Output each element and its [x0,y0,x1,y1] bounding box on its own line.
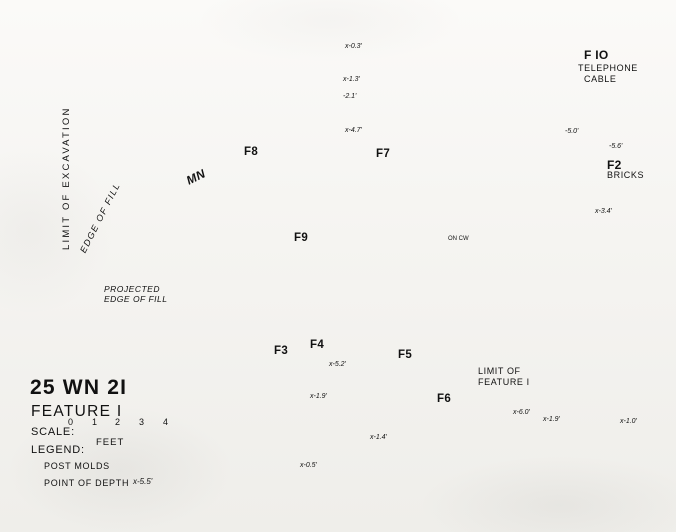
depth-56-leader [595,145,607,149]
f10-desc-line1: TELEPHONE [578,63,638,73]
f10-description: TELEPHONE CABLE [578,63,638,85]
depth-point-7: x-5.2' [329,361,346,368]
scale-tick-1: 1 [92,417,98,427]
depth-point-4: -5.0' [565,128,579,135]
north-arrow [174,183,208,252]
datum-note: ON CW [448,236,469,242]
legend-depth-sample: x-5.5' [133,477,153,486]
depth-point-12: x-1.9' [543,416,560,423]
post-mold-f8 [228,145,242,162]
projected-line1: PROJECTED [104,284,160,294]
scale-unit-label: FEET [96,437,125,448]
scale-tick-0: 0 [68,417,74,427]
depth-point-0: x-0.3' [345,43,362,50]
legend-post-molds-label: POST MOLDS [44,461,110,471]
depth-point-5: -5.6' [609,143,623,150]
post-mold-f5 [378,358,396,375]
f2-arrowhead [589,140,598,147]
datum-cross-center [432,232,442,242]
legend-label: LEGEND: [31,444,85,456]
projected-edge-of-fill-label: PROJECTED EDGE OF FILL [104,284,167,304]
depth-point-8: x-1.9' [310,393,327,400]
scale-tick-2: 2 [115,417,121,427]
excavation-outline [101,11,648,525]
feature-label-f4: F4 [310,339,325,351]
scale-tick-4: 4 [163,417,169,427]
scale-label: SCALE: [31,426,75,438]
post-mold-f7 [360,147,374,164]
scale-tick-3: 3 [139,417,145,427]
projected-line2: EDGE OF FILL [104,294,168,304]
depth-point-10: x-0.5' [300,462,317,469]
feature-label-f9: F9 [294,232,309,244]
feature-label-f3: F3 [274,345,289,357]
feature-title: FEATURE I [31,403,123,420]
post-mold-f9 [269,230,291,252]
f10-desc-line2: CABLE [584,74,617,84]
feature-label-f2: F2 [607,158,622,172]
limit-of-feature-line1: LIMIT OF [478,366,521,376]
legend-square-symbol [144,459,155,470]
depth-point-13: x-1.0' [620,418,637,425]
post-molds [228,145,454,413]
feature-label-f8: F8 [244,146,259,158]
feature-label-f10: F IO [584,48,609,62]
bottom-unit-hachures [377,488,447,523]
feature-label-f5: F5 [398,349,413,361]
feature-label-f7: F7 [376,148,391,160]
post-mold-f3 [256,355,273,372]
f2-description: BRICKS [607,170,645,180]
depth-point-3: x-4.7' [345,127,362,134]
post-mold-f4 [308,350,326,369]
feature-label-f6: F6 [437,393,452,405]
hachure-southwest [228,371,381,432]
legend-circle-symbol [128,460,138,470]
limit-of-feature-label: LIMIT OF FEATURE I [478,366,530,388]
hachure-right-arc [454,239,566,425]
depth-point-1: x-1.3' [343,76,360,83]
hachure-north [228,61,451,122]
limit-of-excavation-label: LIMIT OF EXCAVATION [61,106,72,251]
depth-point-9: x-1.4' [370,434,387,441]
limit-of-feature-line2: FEATURE I [478,377,530,387]
depth-point-2: -2.1' [343,93,357,100]
depth-point-11: x-6.0' [513,409,530,416]
legend-symbols [128,459,155,470]
site-number: 25 WN 2I [30,376,128,399]
legend-point-of-depth-label: POINT OF DEPTH [44,478,130,488]
depth-point-6: x-3.4' [595,208,612,215]
